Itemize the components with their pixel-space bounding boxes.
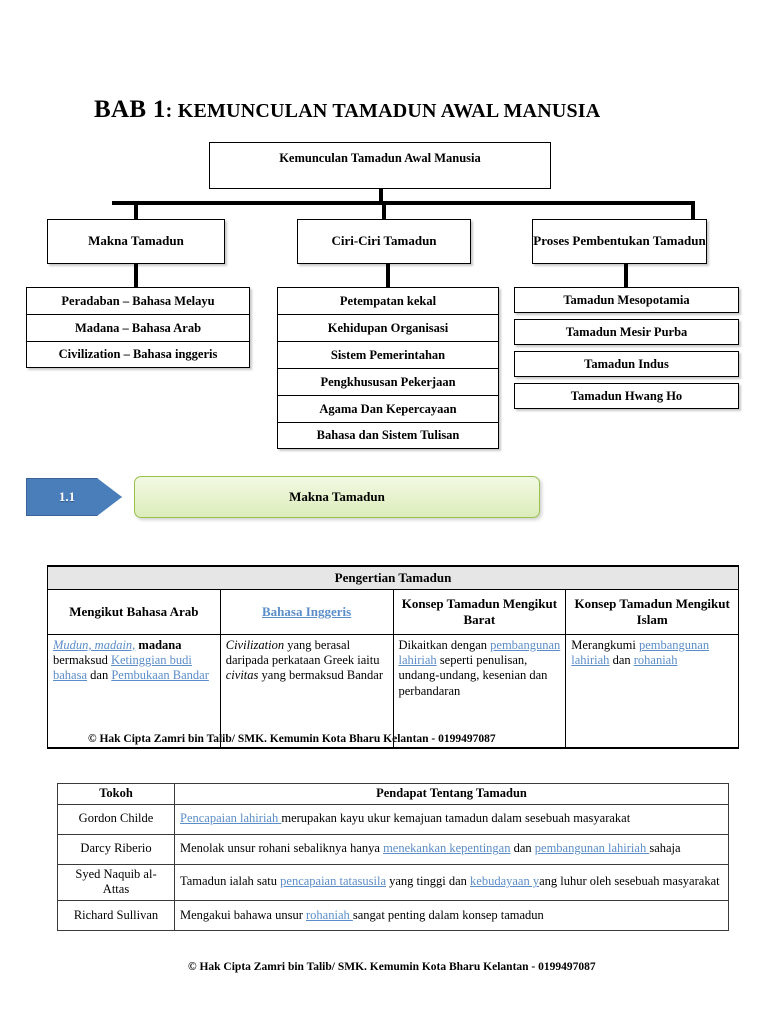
flowchart-column-proses: Tamadun Mesopotamia Tamadun Mesir Purba …: [514, 287, 739, 415]
leaf-label: Tamadun Hwang Ho: [570, 388, 683, 403]
chapter-subtitle: KEMUNCULAN TAMADUN AWAL MANUSIA: [172, 100, 601, 122]
section-title-box: Makna Tamadun: [134, 476, 540, 518]
leaf-label: Peradaban – Bahasa Melayu: [61, 293, 215, 308]
cell-tokoh-name: Gordon Childe: [57, 803, 175, 835]
list-item: Tamadun Mesir Purba: [514, 319, 739, 345]
table-pengertian-tamadun: Pengertian Tamadun Mengikut Bahasa Arab …: [47, 564, 739, 749]
leaf-label: Madana – Bahasa Arab: [74, 320, 202, 335]
link-bahasa-inggeris[interactable]: Bahasa Inggeris: [262, 603, 352, 619]
flowchart-branch-makna: Makna Tamadun: [47, 219, 225, 264]
connector-branch-ciri: [382, 201, 386, 221]
connector-branch-makna: [134, 201, 138, 221]
column-header-tokoh: Tokoh: [57, 783, 175, 805]
leaf-label: Petempatan kekal: [339, 293, 437, 308]
connector-root-down: [379, 189, 383, 203]
column-header-arab: Mengikut Bahasa Arab: [47, 588, 221, 635]
cell-islam: Merangkumi pembangunan lahiriah dan roha…: [565, 633, 739, 749]
list-item: Petempatan kekal: [277, 287, 499, 314]
cell-tokoh-opinion: Pencapaian lahiriah merupakan kayu ukur …: [174, 803, 729, 835]
section-title: Makna Tamadun: [289, 489, 385, 504]
list-item: Sistem Pemerintahan: [277, 341, 499, 368]
table-row: Richard Sullivan Mengakui bahawa unsur r…: [57, 899, 729, 931]
cell-barat: Dikaitkan dengan pembangunan lahiriah se…: [392, 633, 567, 749]
column-header-barat: Konsep Tamadun Mengikut Barat: [392, 588, 567, 635]
list-item: Pengkhususan Pekerjaan: [277, 368, 499, 395]
cell-tokoh-opinion: Tamadun ialah satu pencapaian tatasusila…: [174, 863, 729, 901]
list-item: Kehidupan Organisasi: [277, 314, 499, 341]
flowchart-root-box: Kemunculan Tamadun Awal Manusia: [209, 142, 551, 189]
table-row: Gordon Childe Pencapaian lahiriah merupa…: [57, 803, 729, 835]
page-title: BAB 1: KEMUNCULAN TAMADUN AWAL MANUSIA: [94, 96, 694, 124]
leaf-label: Tamadun Mesopotamia: [563, 292, 690, 307]
list-item: Civilization – Bahasa inggeris: [26, 341, 250, 368]
cell-inggeris: Civilization yang berasal daripada perka…: [219, 633, 394, 749]
table-row: Mudun, madain, madana bermaksud Ketinggi…: [47, 633, 739, 749]
leaf-label: Bahasa dan Sistem Tulisan: [316, 428, 460, 442]
leaf-label: Pengkhususan Pekerjaan: [320, 374, 456, 389]
connector-down-makna: [134, 264, 138, 288]
table-header-row: Tokoh Pendapat Tentang Tamadun: [57, 783, 729, 805]
flowchart-root-label: Kemunculan Tamadun Awal Manusia: [279, 151, 481, 165]
cell-tokoh-opinion: Menolak unsur rohani sebaliknya hanya me…: [174, 833, 729, 865]
branch-label-ciri: Ciri-Ciri Tamadun: [331, 233, 437, 249]
list-item: Bahasa dan Sistem Tulisan: [277, 422, 499, 449]
leaf-label: Agama Dan Kepercayaan: [319, 401, 457, 416]
connector-branch-proses: [691, 201, 695, 221]
cell-tokoh-name: Darcy Riberio: [57, 833, 175, 865]
table-caption: Pengertian Tamadun: [47, 564, 739, 590]
table-tokoh-pendapat: Tokoh Pendapat Tentang Tamadun Gordon Ch…: [57, 783, 729, 931]
table-caption-row: Pengertian Tamadun: [47, 564, 739, 590]
table-row: Darcy Riberio Menolak unsur rohani sebal…: [57, 833, 729, 865]
branch-label-proses: Proses Pembentukan Tamadun: [533, 233, 706, 249]
copyright-notice-middle: © Hak Cipta Zamri bin Talib/ SMK. Kemumi…: [88, 733, 496, 745]
cell-tokoh-opinion: Mengakui bahawa unsur rohaniah sangat pe…: [174, 899, 729, 931]
leaf-label: Tamadun Mesir Purba: [565, 324, 688, 339]
list-item: Tamadun Indus: [514, 351, 739, 377]
copyright-notice-bottom: © Hak Cipta Zamri bin Talib/ SMK. Kemumi…: [188, 961, 596, 973]
cell-arab: Mudun, madain, madana bermaksud Ketinggi…: [47, 633, 221, 749]
section-number: 1.1: [58, 489, 76, 504]
leaf-label: Tamadun Indus: [584, 356, 669, 371]
column-header-inggeris: Bahasa Inggeris: [219, 588, 394, 635]
list-item: Agama Dan Kepercayaan: [277, 395, 499, 422]
column-header-pendapat: Pendapat Tentang Tamadun: [174, 783, 729, 805]
cell-tokoh-name: Syed Naquib al-Attas: [57, 863, 175, 901]
cell-tokoh-name: Richard Sullivan: [57, 899, 175, 931]
flowchart-branch-proses: Proses Pembentukan Tamadun: [532, 219, 707, 264]
table-row: Syed Naquib al-Attas Tamadun ialah satu …: [57, 863, 729, 901]
list-item: Tamadun Hwang Ho: [514, 383, 739, 409]
leaf-label: Sistem Pemerintahan: [330, 347, 446, 362]
chapter-separator: :: [165, 100, 173, 122]
chapter-number: BAB 1: [94, 96, 166, 123]
flowchart-column-makna: Peradaban – Bahasa Melayu Madana – Bahas…: [26, 287, 250, 368]
flowchart-column-ciri: Petempatan kekal Kehidupan Organisasi Si…: [277, 287, 499, 449]
section-number-arrow: 1.1: [26, 478, 122, 516]
section-banner: 1.1 Makna Tamadun: [26, 476, 546, 518]
list-item: Tamadun Mesopotamia: [514, 287, 739, 313]
leaf-label: Kehidupan Organisasi: [327, 320, 449, 335]
connector-down-proses: [624, 264, 628, 288]
list-item: Madana – Bahasa Arab: [26, 314, 250, 341]
connector-down-ciri: [386, 264, 390, 288]
list-item: Peradaban – Bahasa Melayu: [26, 287, 250, 314]
table-header-row: Mengikut Bahasa Arab Bahasa Inggeris Kon…: [47, 588, 739, 635]
column-header-islam: Konsep Tamadun Mengikut Islam: [565, 588, 739, 635]
leaf-label: Civilization – Bahasa inggeris: [58, 347, 218, 361]
branch-label-makna: Makna Tamadun: [88, 233, 184, 249]
connector-horizontal-bar: [112, 201, 695, 205]
flowchart-branch-ciri: Ciri-Ciri Tamadun: [297, 219, 471, 264]
